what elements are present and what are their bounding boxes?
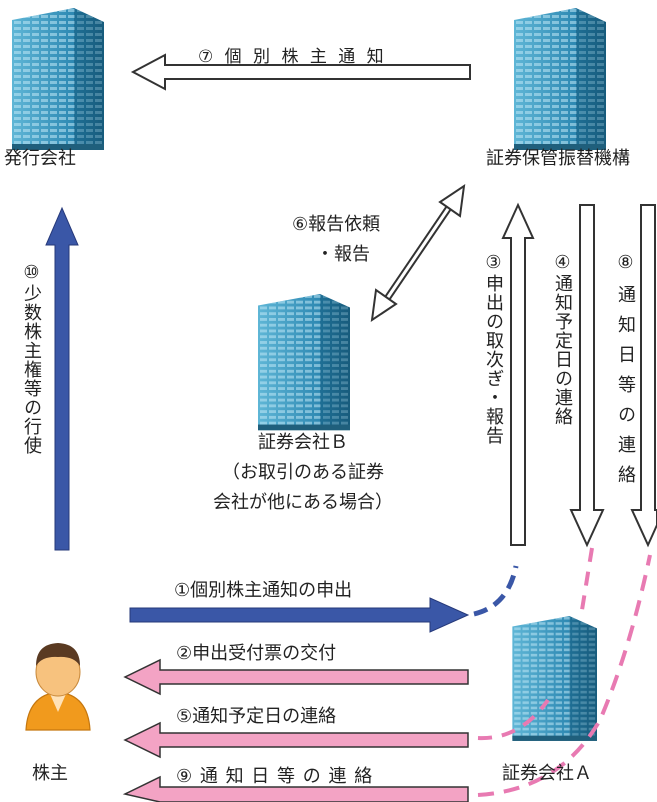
flow-9-label: ⑨ 通 知 日 等 の 連 絡 xyxy=(176,766,374,787)
arrow-9 xyxy=(122,554,652,802)
issuer-building xyxy=(12,8,104,150)
arrow-7 xyxy=(130,53,471,91)
arrow-10 xyxy=(45,206,79,551)
flow-5-label: ⑤通知予定日の連絡 xyxy=(176,706,337,727)
broker-b-note-line2: 会社が他にある場合） xyxy=(213,492,393,513)
arrow-2 xyxy=(123,658,469,696)
arrow-4 xyxy=(569,204,605,548)
arrow-6 xyxy=(370,183,466,323)
flow-1-label: ①個別株主通知の申出 xyxy=(174,580,353,601)
flow-10-label: ⑩少数株主権等の行使 xyxy=(21,262,42,455)
broker-b-label: 証券会社Ｂ xyxy=(258,432,348,453)
arrow-3 xyxy=(501,202,535,546)
shareholder-avatar xyxy=(25,643,91,731)
flow-2-label: ②申出受付票の交付 xyxy=(176,643,337,664)
shareholder-label: 株主 xyxy=(32,763,68,784)
flow-3-label: ③申出の取次ぎ・報告 xyxy=(483,252,504,445)
flow-7-label: ⑦ 個 別 株 主 通 知 xyxy=(198,47,387,67)
broker-b-building xyxy=(258,294,350,431)
flow-8-label: ⑧通知日等の連絡 xyxy=(615,252,636,495)
arrow-5 xyxy=(123,547,594,759)
flow-6-label-line1: ⑥報告依頼 xyxy=(292,214,381,235)
arrow-8 xyxy=(630,204,657,548)
flow-6-label-line2: ・報告 xyxy=(316,244,370,265)
jasdec-building xyxy=(514,8,606,150)
flow-4-label: ④通知予定日の連絡 xyxy=(552,252,573,426)
broker-a-label: 証券会社Ａ xyxy=(502,763,592,784)
arrow-1 xyxy=(129,565,519,633)
broker-b-note-line1: （お取引のある証券 xyxy=(222,462,384,483)
issuer-label: 発行会社 xyxy=(4,148,76,169)
jasdec-label: 証券保管振替機構 xyxy=(486,148,630,169)
